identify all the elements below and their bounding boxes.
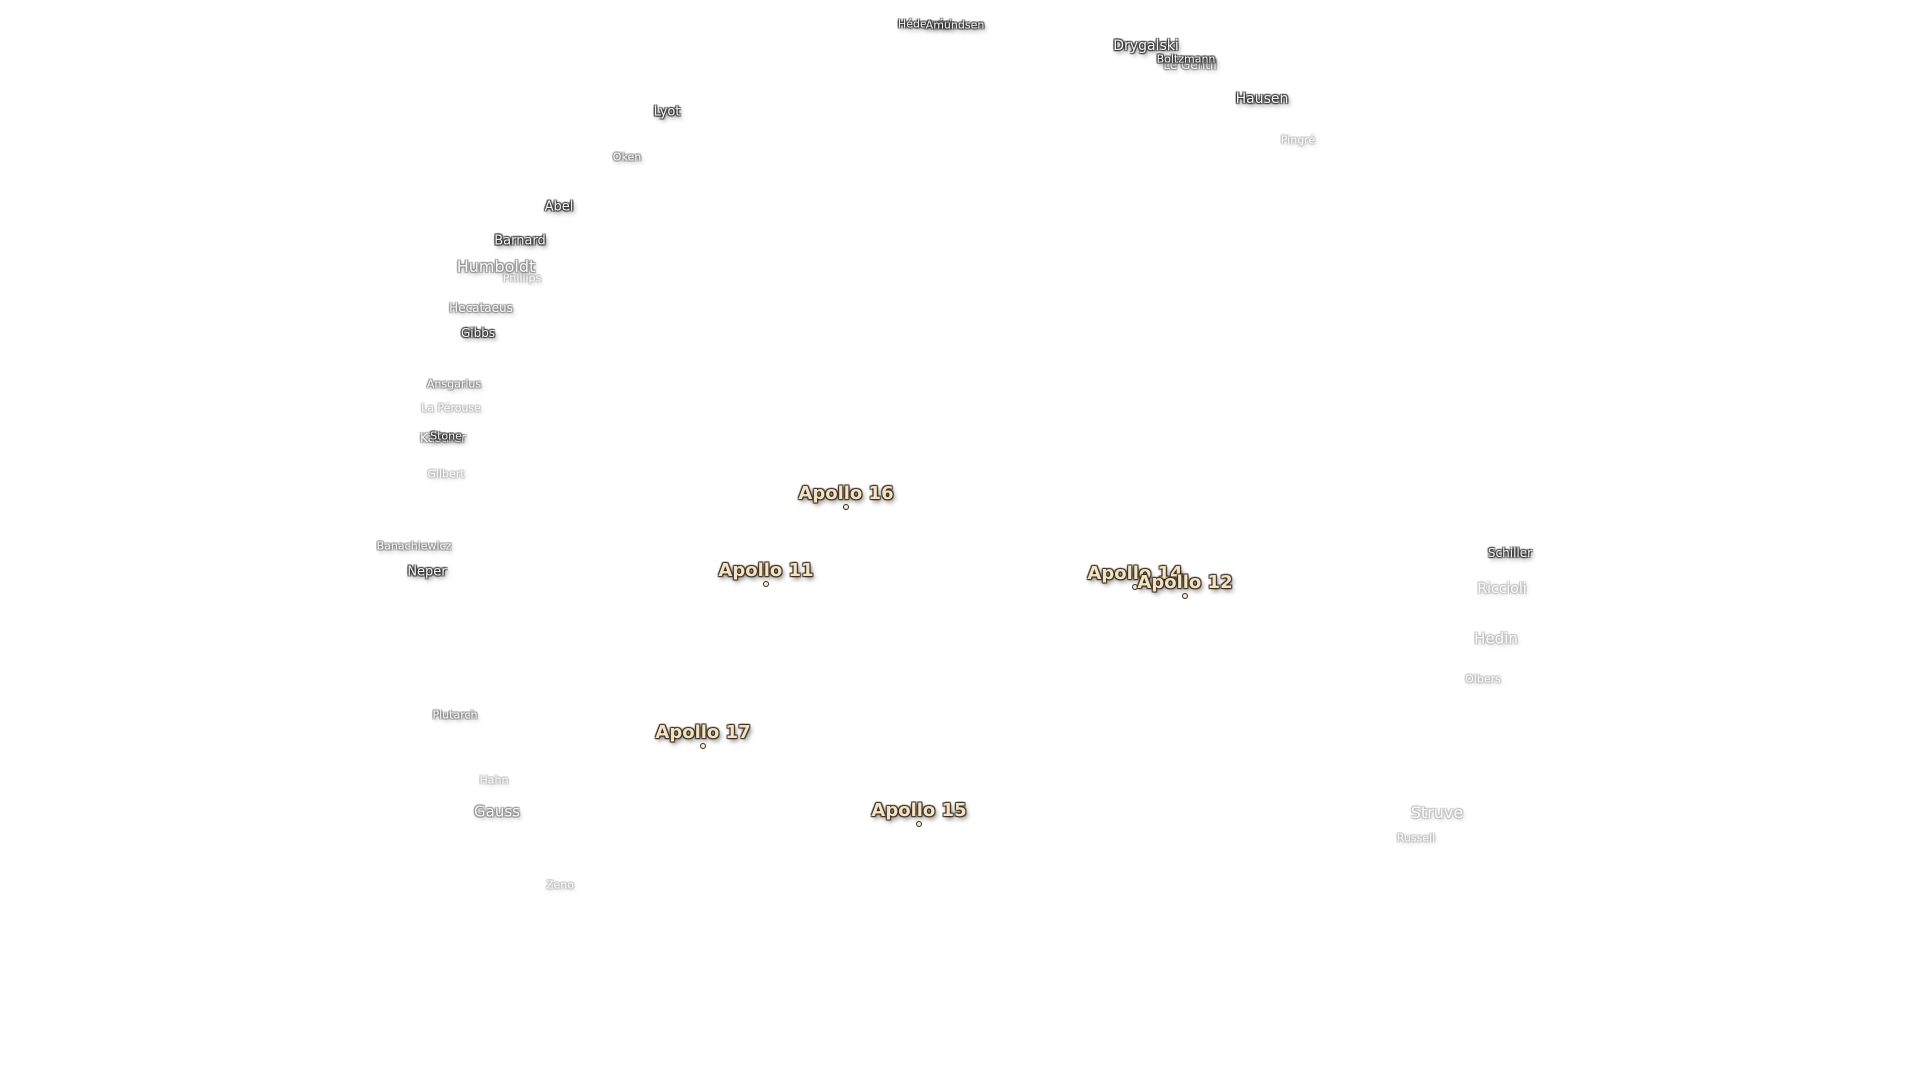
apollo-16-marker[interactable] — [844, 505, 848, 509]
crater-label-hecataeus[interactable]: Hecataeus — [449, 301, 513, 315]
crater-label-banachiewicz[interactable]: Banachiewicz — [376, 539, 452, 553]
crater-label-stone[interactable]: Stone — [430, 429, 462, 443]
apollo-15-marker[interactable] — [917, 822, 921, 826]
crater-label-oken[interactable]: Oken — [612, 150, 642, 164]
crater-label-phillips[interactable]: Phillips — [502, 271, 542, 285]
apollo-17-marker[interactable] — [701, 744, 705, 748]
apollo-14-marker[interactable] — [1133, 585, 1137, 589]
apollo-16-label[interactable]: Apollo 16 — [798, 483, 894, 504]
crater-label-hausen[interactable]: Hausen — [1235, 91, 1289, 107]
crater-label-lyot[interactable]: Lyot — [653, 104, 681, 120]
crater-label-hedin[interactable]: Hedin — [1474, 629, 1518, 648]
apollo-12-label[interactable]: Apollo 12 — [1137, 572, 1233, 593]
crater-label-gauss[interactable]: Gauss — [474, 802, 520, 821]
crater-label-olbers[interactable]: Olbers — [1465, 672, 1501, 686]
crater-label-gibbs[interactable]: Gibbs — [460, 326, 496, 340]
crater-label-la-perouse[interactable]: La Pérouse — [421, 401, 481, 415]
apollo-11-marker[interactable] — [764, 582, 768, 586]
crater-label-barnard[interactable]: Barnard — [494, 233, 546, 249]
crater-label-drygalski[interactable]: Drygalski — [1113, 38, 1179, 54]
crater-label-neper[interactable]: Neper — [407, 564, 447, 580]
crater-label-abel[interactable]: Abel — [544, 199, 574, 215]
crater-label-russell[interactable]: Russell — [1396, 831, 1436, 845]
crater-label-gilbert[interactable]: Gilbert — [427, 467, 465, 481]
crater-label-schiller[interactable]: Schiller — [1487, 546, 1533, 560]
apollo-11-label[interactable]: Apollo 11 — [718, 560, 814, 581]
crater-label-zeno[interactable]: Zeno — [545, 878, 575, 892]
crater-label-humboldt[interactable]: Humboldt — [456, 257, 536, 276]
crater-label-kastner[interactable]: Kästner — [420, 431, 466, 445]
crater-label-amundsen[interactable]: Amundsen — [925, 18, 985, 32]
crater-label-hedervari[interactable]: Hédervári — [897, 17, 953, 31]
apollo-12-marker[interactable] — [1183, 594, 1187, 598]
crater-label-plutarch[interactable]: Plutarch — [432, 708, 478, 722]
crater-label-pingre[interactable]: Pingré — [1280, 133, 1316, 147]
crater-label-struve[interactable]: Struve — [1410, 803, 1464, 822]
apollo-15-label[interactable]: Apollo 15 — [871, 800, 967, 821]
apollo-14-label[interactable]: Apollo 14 — [1087, 563, 1183, 584]
crater-label-boltzmann[interactable]: Boltzmann — [1156, 52, 1216, 66]
crater-label-ansgarius[interactable]: Ansgarius — [426, 377, 482, 391]
apollo-17-label[interactable]: Apollo 17 — [655, 722, 751, 743]
crater-label-riccioli[interactable]: Riccioli — [1477, 581, 1527, 597]
crater-label-le-gentil[interactable]: Le Gentil — [1163, 58, 1217, 72]
crater-label-hahn[interactable]: Hahn — [479, 773, 509, 787]
